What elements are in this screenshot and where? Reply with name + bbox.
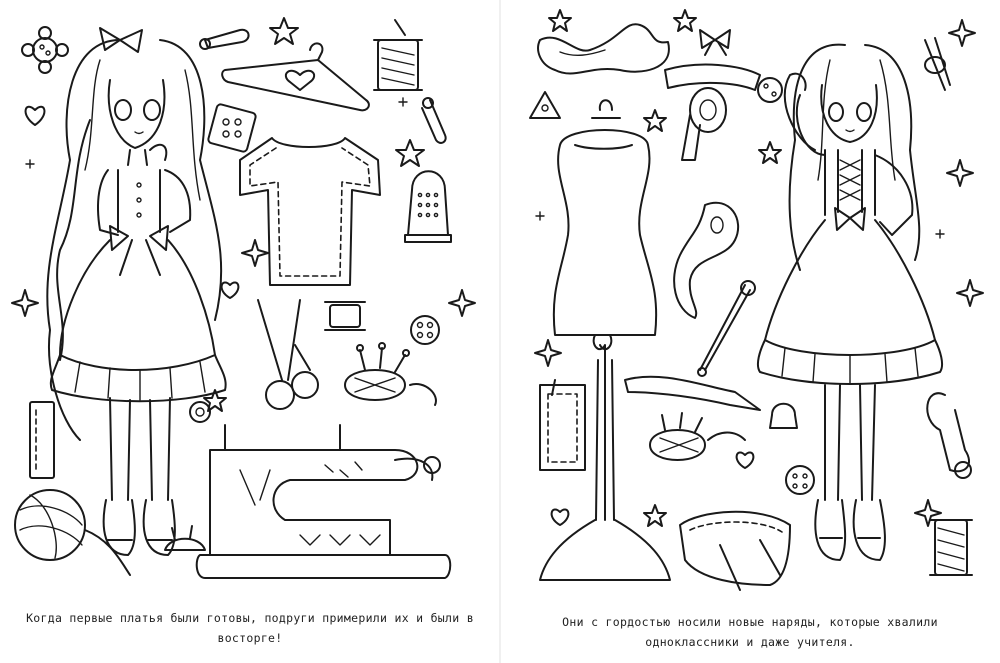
right-triangle-chalk [529,91,561,119]
right-sparkle-icons [534,19,984,527]
left-gear-button [189,401,211,423]
left-safety-pin [199,28,250,50]
left-ruler-strip [29,401,55,479]
left-pincushion [344,342,437,406]
left-sewing-machine [195,424,452,579]
right-heart-icons [550,451,755,526]
left-girl-figure [46,27,227,556]
right-curve-ruler [537,23,670,75]
right-caption: Они с гордостью носили новые наряды, кот… [562,615,938,649]
right-thread-spool [929,519,973,576]
left-thimble [404,170,452,243]
left-thread-spool [373,19,423,91]
right-page [500,0,1000,663]
left-bobbin [324,301,366,331]
left-star-icons [203,17,425,412]
right-mannequin [539,99,671,581]
left-page [0,0,500,663]
left-tshirt-pattern [239,137,381,286]
right-fabric-piece [679,510,791,591]
right-long-ruler [664,63,761,91]
left-heart-icons [24,105,240,299]
right-ribbon [624,375,761,411]
right-safety-pin [697,280,756,377]
right-round-button [785,465,815,495]
right-thimble [769,402,798,429]
left-clothes-hanger [221,42,370,112]
left-round-button [410,315,440,345]
left-square-button [207,103,257,153]
right-star-icons [548,9,782,527]
right-measuring-tape [681,87,727,161]
right-button-2 [757,77,783,103]
right-girl-figure [756,43,944,561]
left-sparkle-icons [11,97,476,317]
left-caption: Когда первые платья были готовы, подруги… [26,611,474,645]
right-curve-ruler-2 [673,201,740,319]
right-tape-roll [926,392,972,479]
book-spine [499,0,501,663]
right-fabric-tag [539,379,586,471]
right-bow-icon [699,29,731,56]
left-safety-pin-2 [421,97,447,144]
left-yarn-ball [14,489,131,576]
right-skein-icon [924,37,951,91]
left-small-pincushion [164,525,206,551]
right-pincushion [649,412,746,461]
left-scissors [257,299,319,410]
left-flower-button [21,26,69,74]
